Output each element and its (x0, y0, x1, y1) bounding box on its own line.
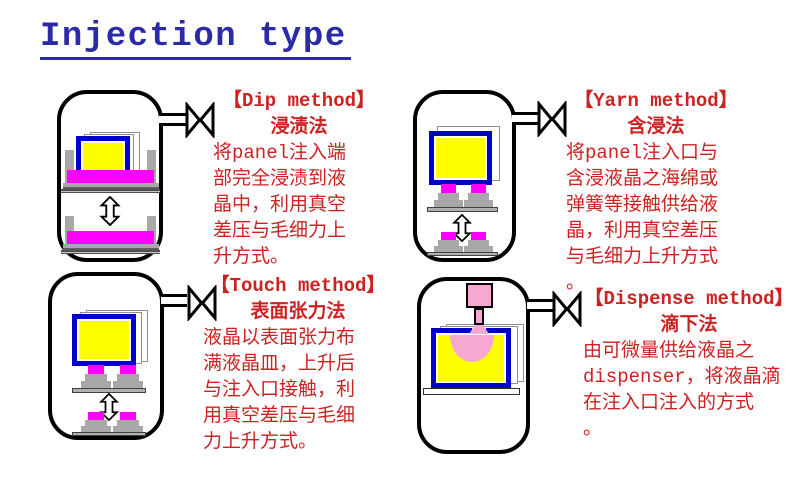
touch-liquid-dish (120, 412, 136, 420)
yarn-support-tier (464, 200, 493, 207)
dip-method-text: 【Dip method】 浸渍法 将panel注入端 部完全浸渍到液 晶中，利用… (213, 88, 385, 270)
dispense-method-subheading: 滴下法 (660, 314, 718, 336)
touch-support-base (72, 432, 146, 436)
touch-support-tier (81, 426, 111, 432)
dispenser-head (466, 283, 493, 308)
dip-tray-wall (147, 150, 156, 184)
touch-vacuum-pipe (161, 294, 187, 307)
dip-method-heading: 【Dip method】 (222, 90, 376, 112)
dip-updown-arrow-icon (99, 196, 121, 226)
dip-method-body: 将panel注入端 部完全浸渍到液 晶中，利用真空 差压与毛细力上 升方式。 (213, 142, 347, 268)
touch-method-subheading: 表面张力法 (250, 301, 346, 323)
dip-tray-wall (65, 216, 74, 245)
dispenser-nozzle (474, 308, 484, 325)
dispense-method-heading: 【Dispense method】 (584, 288, 794, 310)
dip-tray-base (63, 244, 159, 250)
yarn-support-tier (464, 246, 493, 252)
yarn-support-tier (468, 193, 489, 200)
dispense-vacuum-pipe (527, 299, 553, 312)
page-title: Injection type (40, 18, 351, 60)
yarn-support-tier (434, 246, 463, 252)
touch-support-tier (85, 420, 107, 426)
touch-support-tier (85, 374, 107, 381)
touch-support-tier (113, 426, 143, 432)
yarn-support-tier (468, 240, 489, 246)
dispenser-drop (469, 325, 489, 334)
touch-support-tier (113, 381, 143, 388)
yarn-vacuum-pipe (512, 112, 538, 125)
dip-liquid-crystal (67, 231, 154, 244)
yarn-sponge (441, 232, 456, 240)
yarn-sponge (441, 184, 456, 193)
touch-method-text: 【Touch method】 表面张力法 液晶以表面张力布 满液晶皿，上升后 与… (203, 273, 393, 455)
dip-tray-base (63, 183, 159, 189)
yarn-sponge (471, 184, 486, 193)
dip-vacuum-pipe (159, 113, 189, 126)
yarn-support-tier (434, 200, 463, 207)
touch-liquid-dish (88, 412, 104, 420)
yarn-method-heading: 【Yarn method】 (574, 90, 738, 112)
touch-support-tier (117, 374, 139, 381)
dip-method-subheading: 浸渍法 (270, 116, 328, 138)
touch-lcd-panel (72, 314, 136, 366)
touch-method-heading: 【Touch method】 (210, 275, 386, 297)
dip-stage (61, 189, 160, 193)
dispense-method-body: 由可微量供给液晶之 dispenser，将液晶滴 在注入口注入的方式 。 (583, 340, 781, 440)
dispense-valve-icon (552, 291, 582, 327)
touch-liquid-dish (120, 365, 136, 374)
touch-support-tier (81, 381, 111, 388)
yarn-sponge (471, 232, 486, 240)
yarn-method-text: 【Yarn method】 含浸法 将panel注入口与 含浸液晶之海绵或 弹簧… (566, 88, 746, 296)
dip-liquid-crystal (67, 170, 154, 183)
touch-support-tier (117, 420, 139, 426)
yarn-method-subheading: 含浸法 (627, 116, 685, 138)
yarn-support-base (427, 252, 498, 256)
dispense-stage (423, 388, 520, 395)
yarn-support-tier (438, 193, 459, 200)
touch-updown-arrow-icon (99, 393, 119, 421)
yarn-support-tier (438, 240, 459, 246)
yarn-lcd-panel (429, 131, 492, 185)
touch-valve-icon (187, 285, 217, 321)
dip-tray-wall (65, 150, 74, 184)
yarn-method-body: 将panel注入口与 含浸液晶之海绵或 弹簧等接触供给液 晶，利用真空差压 与毛… (566, 142, 719, 294)
yarn-updown-arrow-icon (452, 214, 472, 242)
dip-tray-wall (147, 216, 156, 245)
touch-liquid-dish (88, 365, 104, 374)
touch-support-base (72, 388, 146, 393)
dip-stage (61, 250, 160, 254)
page-title-wrap: Injection type (40, 18, 351, 60)
yarn-support-base (427, 207, 498, 212)
touch-method-body: 液晶以表面张力布 满液晶皿，上升后 与注入口接触，利 用真空差压与毛细 力上升方… (203, 327, 356, 453)
dip-valve-icon (185, 102, 215, 138)
yarn-valve-icon (537, 101, 567, 137)
dispense-method-text: 【Dispense method】 滴下法 由可微量供给液晶之 dispense… (583, 286, 795, 442)
